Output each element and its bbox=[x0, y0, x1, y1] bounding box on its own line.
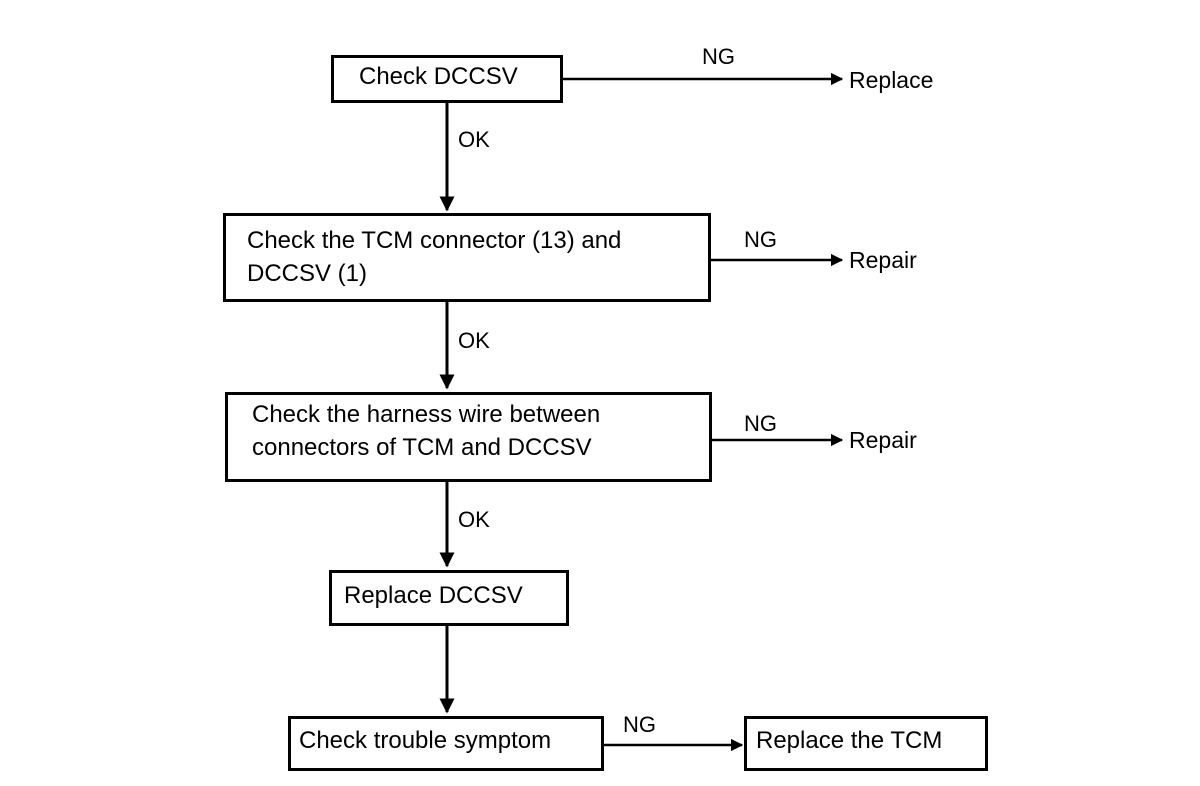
check-trouble-symptom-box bbox=[288, 716, 604, 771]
ok-label-2: OK bbox=[458, 328, 490, 353]
check-harness-line1: Check the harness wire between bbox=[252, 401, 601, 428]
replace-dccsv-box bbox=[329, 570, 569, 626]
check-dccsv-box bbox=[331, 55, 563, 103]
outcome-repair-1: Repair bbox=[849, 247, 917, 273]
ok-label-3: OK bbox=[458, 507, 490, 532]
check-tcm-connector-line1: Check the TCM connector (13) and bbox=[247, 227, 622, 254]
check-tcm-connector-box bbox=[223, 213, 711, 302]
outcome-repair-2: Repair bbox=[849, 427, 917, 453]
ng-label-4: NG bbox=[623, 712, 656, 737]
replace-tcm-text: Replace the TCM bbox=[756, 727, 943, 754]
ng-label-3: NG bbox=[744, 411, 777, 436]
check-harness-line2: connectors of TCM and DCCSV bbox=[252, 434, 592, 461]
replace-tcm-box bbox=[744, 716, 988, 771]
check-dccsv-text: Check DCCSV bbox=[359, 63, 518, 90]
replace-dccsv-text: Replace DCCSV bbox=[344, 582, 523, 609]
ok-label-1: OK bbox=[458, 127, 490, 152]
outcome-replace: Replace bbox=[849, 67, 934, 93]
check-harness-box bbox=[225, 392, 712, 482]
ng-label-1: NG bbox=[702, 44, 735, 69]
ng-label-2: NG bbox=[744, 227, 777, 252]
check-trouble-symptom-text: Check trouble symptom bbox=[299, 727, 552, 754]
check-tcm-connector-line2: DCCSV (1) bbox=[247, 260, 368, 287]
